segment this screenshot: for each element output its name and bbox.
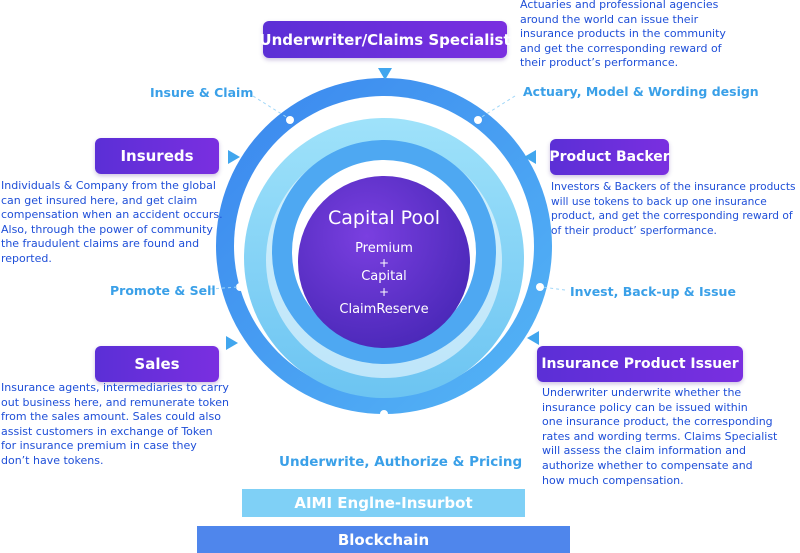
flow-underwrite: Underwrite, Authorize & Pricing <box>279 454 523 470</box>
flow-invest: Invest, Back-up & Issue <box>570 284 736 299</box>
role-insureds: Insureds <box>95 138 219 174</box>
connector-actuary <box>479 95 516 119</box>
ring-marker-bottom <box>380 410 388 418</box>
flow-insure-claim: Insure & Claim <box>150 85 254 100</box>
role-issuer: Insurance Product Issuer <box>537 346 743 382</box>
role-underwriter: Underwriter/Claims Specialist <box>259 21 511 58</box>
ring-marker-top-right <box>474 116 482 124</box>
aimi-engine-bar: AIMI Englne-Insurbot <box>242 489 525 517</box>
connector-insure <box>252 95 289 119</box>
flow-promote-sell: Promote & Sell <box>110 283 216 298</box>
capital-pool-plus-2: + <box>378 285 390 299</box>
connector-invest <box>541 286 566 291</box>
desc-product-backer: Investors & Backers of the insurance pro… <box>551 181 796 237</box>
desc-insureds: Individuals & Company from the global ca… <box>1 179 223 265</box>
arrow-issuer-icon <box>527 331 539 345</box>
desc-issuer: Underwriter underwrite whether the insur… <box>542 386 778 487</box>
ring-marker-right <box>536 283 544 291</box>
connector-promote <box>209 286 239 290</box>
capital-pool-capital: Capital <box>361 269 407 284</box>
blockchain-bar: Blockchain <box>197 526 570 553</box>
arrow-left-insureds-icon <box>228 150 240 164</box>
ring-marker-left <box>236 283 244 291</box>
arrow-down-icon <box>378 68 392 80</box>
capital-pool-claim-reserve: ClaimReserve <box>339 302 429 317</box>
center-disc <box>298 176 470 348</box>
arrow-sales-icon <box>226 336 238 350</box>
capital-pool-title: Capital Pool <box>328 207 440 229</box>
desc-sales: Insurance agents, intermediaries to carr… <box>1 381 229 467</box>
role-product-backer: Product Backer <box>549 139 670 175</box>
capital-pool-plus-1: + <box>378 256 390 270</box>
role-sales: Sales <box>95 346 219 382</box>
desc-underwriter: Actuaries and professional agencies arou… <box>520 0 726 70</box>
arrow-right-backer-icon <box>524 150 536 164</box>
flow-actuary: Actuary, Model & Wording design <box>523 84 759 99</box>
ring-marker-top-left <box>286 116 294 124</box>
capital-pool-premium: Premium <box>355 241 413 256</box>
